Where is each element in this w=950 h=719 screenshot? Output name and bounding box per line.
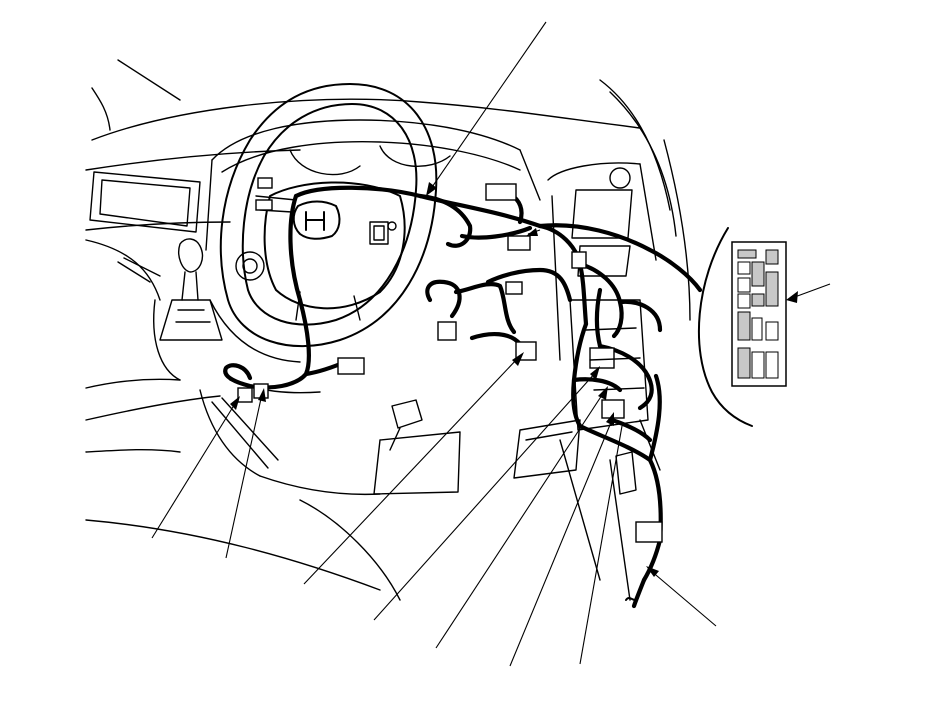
leader-lines (151, 21, 717, 667)
connector-steering-column (337, 357, 365, 375)
dashboard-outline (85, 59, 691, 601)
connector-center-1 (507, 235, 531, 251)
connectors (237, 183, 663, 601)
connector-center-stack-top (571, 251, 587, 269)
connector-kick-panel (635, 521, 663, 543)
connector-mid-left (437, 321, 457, 341)
under-dash-fuse-box (569, 299, 649, 431)
connector-knee-left (237, 387, 253, 403)
connector-mid-top (505, 281, 523, 295)
connector-upper-center (485, 183, 517, 201)
steering-wheel (219, 83, 438, 348)
fuse-block-inset (697, 227, 831, 427)
connector-fuse-area-1 (589, 347, 615, 369)
